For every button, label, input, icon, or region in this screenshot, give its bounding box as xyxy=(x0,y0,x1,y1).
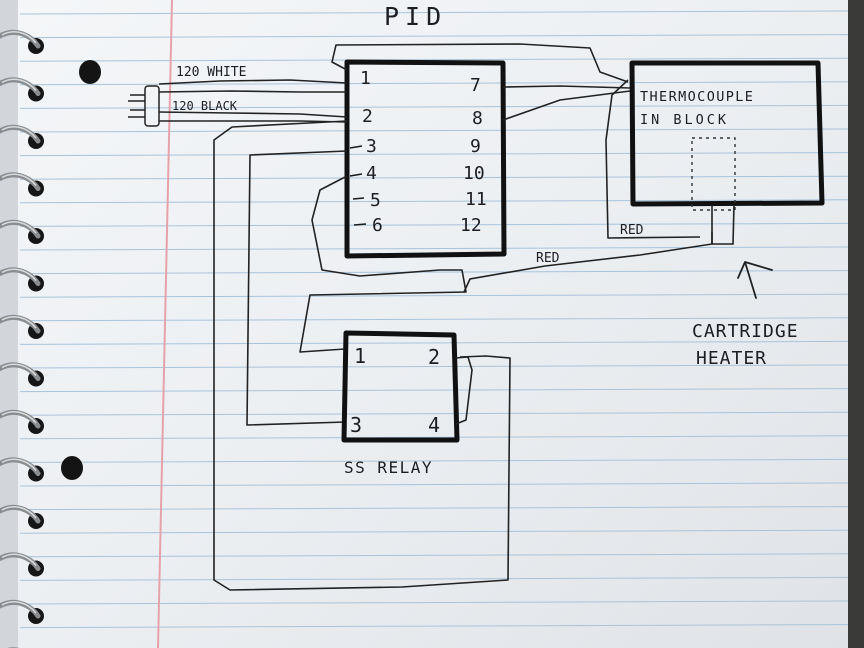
pid-pin-4: 4 xyxy=(366,163,377,184)
spiral-ring-highlight xyxy=(1,31,37,44)
label-120-black: 120 BLACK xyxy=(172,99,238,113)
pid-pin-5: 5 xyxy=(370,190,381,211)
thermocouple-label-line1: THERMOCOUPLE xyxy=(640,89,754,105)
cartridge-heater-leads xyxy=(711,204,735,245)
punch-hole-top xyxy=(79,60,101,84)
spiral-binding xyxy=(0,29,44,648)
ruled-line xyxy=(19,57,849,62)
ruled-line xyxy=(19,34,849,39)
spiral-ring-highlight xyxy=(1,506,37,519)
ruled-line xyxy=(19,81,849,86)
wire-120-white-top xyxy=(158,79,348,85)
punch-hole-bottom xyxy=(61,456,83,480)
relay-pin-3: 3 xyxy=(350,413,362,437)
ruled-line xyxy=(19,529,849,534)
ruled-line xyxy=(19,104,849,109)
wire-120-black-top xyxy=(158,111,348,118)
spiral-ring-highlight xyxy=(1,458,37,471)
label-120-white: 120 WHITE xyxy=(176,65,246,80)
heater-label-line2: HEATER xyxy=(696,348,767,369)
relay-pin-4: 4 xyxy=(428,413,440,437)
pid-pin-6: 6 xyxy=(372,215,383,236)
wire-power-loop xyxy=(213,120,511,591)
ruled-line xyxy=(19,317,849,322)
relay-label: SS RELAY xyxy=(344,458,433,477)
wire-relay-jumper xyxy=(454,356,473,425)
relay-pin-1: 1 xyxy=(354,344,366,368)
label-red-upper: RED xyxy=(620,223,644,238)
ruled-line xyxy=(19,482,849,487)
ruled-line xyxy=(19,435,849,440)
label-red-lower: RED xyxy=(536,251,560,266)
pid-pin-9: 9 xyxy=(470,136,481,157)
pin-ticks xyxy=(349,145,367,226)
ruled-line xyxy=(19,458,849,463)
spiral-ring-highlight xyxy=(1,173,37,186)
ss-relay-box xyxy=(341,330,460,443)
spiral-ring-highlight xyxy=(1,553,37,566)
thermocouple-label-line2: IN BLOCK xyxy=(640,112,729,128)
ruled-lines xyxy=(19,10,849,629)
wire-pin8-thermocouple xyxy=(502,90,631,121)
spiral-ring-highlight xyxy=(1,411,37,424)
ruled-line xyxy=(19,270,849,275)
margin-line xyxy=(157,0,173,648)
diagram-title: PID xyxy=(384,2,447,31)
ruled-line xyxy=(19,411,849,416)
spiral-ring-highlight xyxy=(1,363,37,376)
ruled-line xyxy=(19,152,849,157)
wire-red-upper xyxy=(605,79,701,239)
pid-pin-7: 7 xyxy=(470,75,481,96)
spiral-ring-highlight xyxy=(1,126,37,139)
power-plug-icon xyxy=(128,85,160,127)
ruled-line xyxy=(19,175,849,180)
pid-pin-3: 3 xyxy=(366,136,377,157)
pid-pin-10: 10 xyxy=(463,163,485,184)
ruled-line xyxy=(19,246,849,251)
pid-left-pins: 1 2 3 4 5 6 xyxy=(360,68,383,236)
ruled-line xyxy=(19,388,849,393)
arrow-to-heater-icon xyxy=(737,261,773,299)
page-edge-shadow xyxy=(848,0,864,648)
thermocouple-block xyxy=(629,60,825,207)
ruled-line xyxy=(19,222,849,227)
ruled-line xyxy=(19,506,849,511)
wire-top-loop xyxy=(331,43,629,83)
ruled-line xyxy=(19,128,849,133)
ruled-line xyxy=(19,340,849,345)
pid-pin-1: 1 xyxy=(360,68,371,89)
spiral-ring-highlight xyxy=(1,601,37,614)
pid-pin-11: 11 xyxy=(465,189,487,210)
spiral-ring-highlight xyxy=(1,78,37,91)
wire-pin3-to-relay3 xyxy=(246,150,348,426)
wire-pin7-thermocouple xyxy=(502,85,631,89)
heater-label-line1: CARTRIDGE xyxy=(692,321,799,342)
spiral-ring-highlight xyxy=(1,316,37,329)
ruled-line xyxy=(19,364,849,369)
pid-pin-2: 2 xyxy=(362,106,373,127)
spiral-ring-highlight xyxy=(1,268,37,281)
relay-pin-2: 2 xyxy=(428,345,440,369)
pid-controller-box xyxy=(344,59,507,259)
spiral-ring-highlight xyxy=(1,221,37,234)
wire-120-white-bottom xyxy=(158,90,347,93)
ruled-line xyxy=(19,199,849,204)
pid-pin-8: 8 xyxy=(472,108,483,129)
ruled-line xyxy=(19,553,849,558)
wire-pin4-to-relay1 xyxy=(299,175,467,353)
ruled-line xyxy=(19,10,849,15)
ruled-line xyxy=(19,576,849,581)
pid-pin-12: 12 xyxy=(460,215,482,236)
ruled-line xyxy=(19,293,849,298)
pid-right-pins: 7 8 9 10 11 12 xyxy=(460,75,487,236)
cartridge-heater-outline xyxy=(691,137,736,211)
